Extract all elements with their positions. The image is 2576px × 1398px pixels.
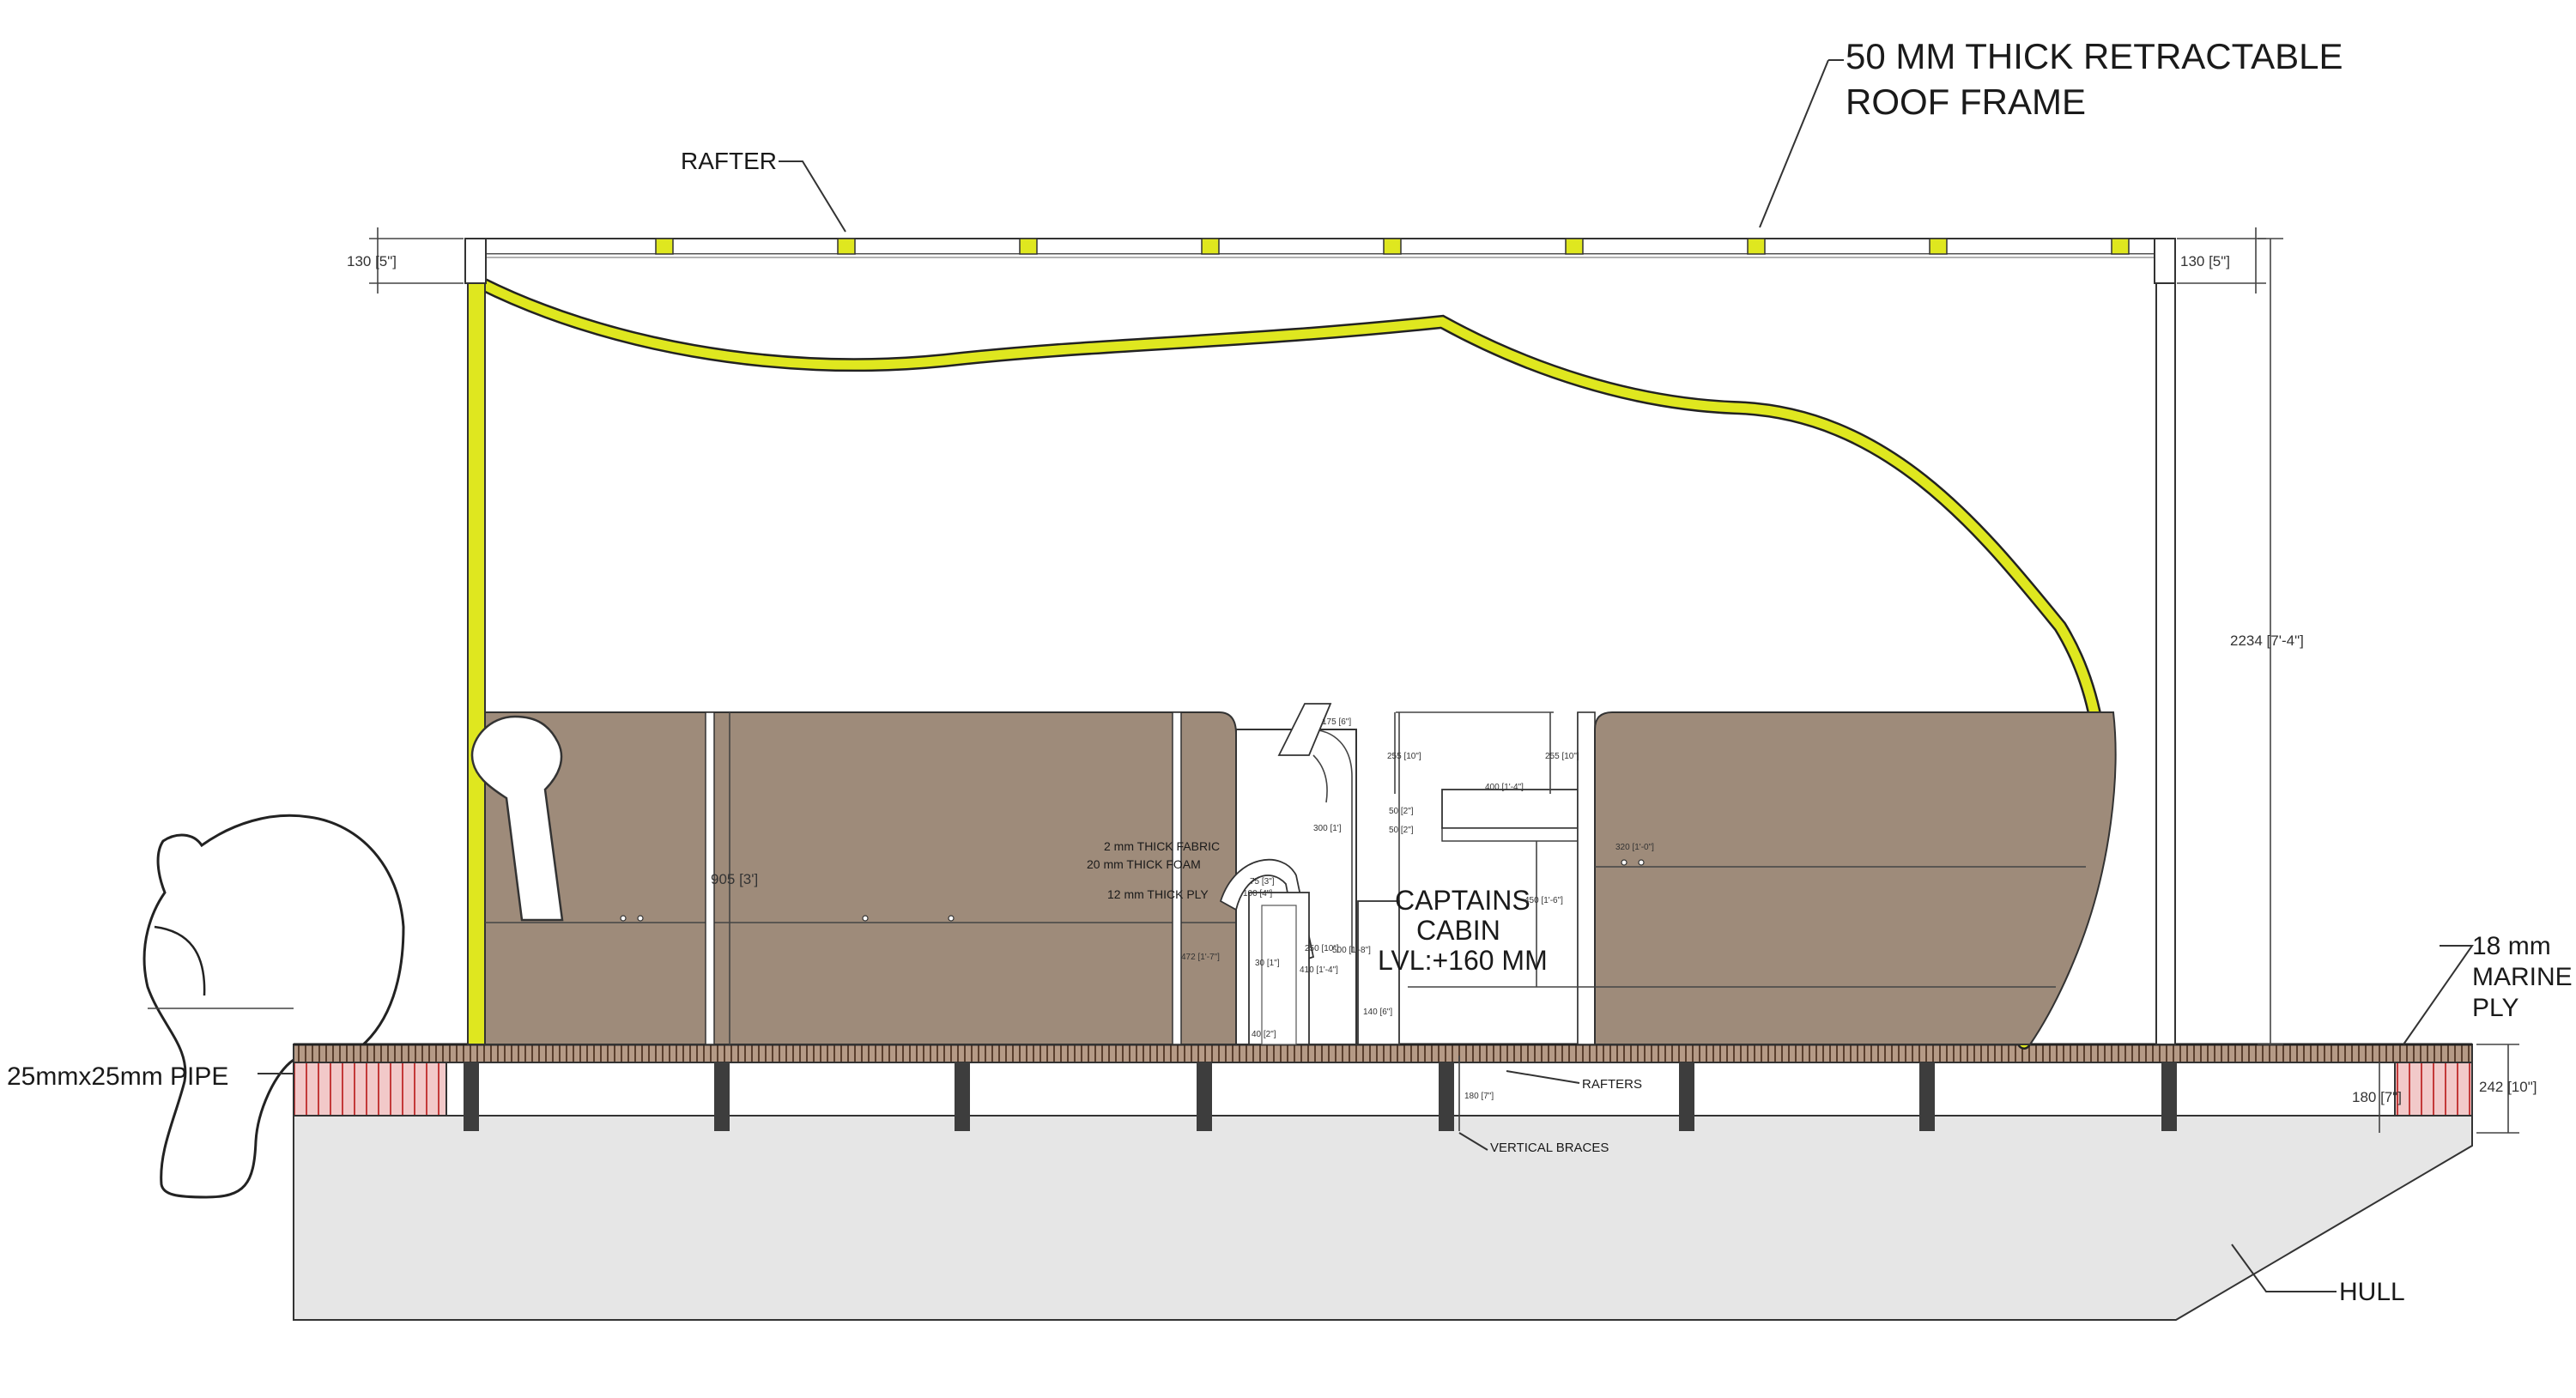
vertical-braces (464, 1062, 2177, 1131)
captains-cabin-label-1: CAPTAINS (1395, 885, 1530, 916)
marine-ply-deck (293, 1044, 2473, 1063)
dim-height: 2234 [7'-4"] (2230, 632, 2304, 649)
roof-membrane-curve-fill (476, 278, 2107, 1048)
dim-deck-inner: 180 [7"] (2352, 1089, 2402, 1105)
pipe-hatch-right (2394, 1062, 2473, 1117)
dimension-lines (369, 227, 2519, 1134)
center-console (1219, 703, 1400, 1045)
captains-cabin-label-3: LVL:+160 MM (1378, 945, 1548, 976)
right-seat-bolts (1621, 859, 1645, 866)
outboard-motor-detail (154, 925, 206, 996)
left-seat-rail-2 (1172, 711, 1182, 1045)
roof-frame (464, 238, 2174, 255)
cabin-shelves (1408, 711, 1596, 1045)
left-seat-rail-1 (705, 711, 715, 1045)
dim-100: 100 [4"] (1243, 889, 1272, 899)
dim-seat-back: 905 [3'] (711, 871, 758, 887)
dim-255b: 255 [10"] (1545, 752, 1579, 761)
right-seat (1594, 711, 2117, 1045)
fabric-label: 2 mm THICK FABRIC (1104, 839, 1220, 853)
dim-472: 472 [1'-7"] (1181, 953, 1220, 962)
ply-label: 12 mm THICK PLY (1107, 887, 1209, 901)
right-post (2155, 238, 2176, 1045)
roof-frame-label-2: ROOF FRAME (1846, 82, 2086, 122)
pipe-label: 25mmx25mm PIPE (7, 1062, 228, 1091)
left-seat-bolts (620, 915, 955, 922)
dim-175: 175 [6"] (1322, 717, 1351, 727)
left-post (467, 282, 486, 1045)
boarding-handle (470, 715, 564, 922)
dim-400: 400 [1'-4"] (1485, 783, 1524, 792)
roof-frame-lower-edge (464, 253, 2174, 258)
rafters-roof (655, 238, 2130, 255)
dim-40: 40 [2"] (1252, 1030, 1276, 1039)
dim-410: 410 [1'-4"] (1300, 965, 1338, 975)
dim-deck-total: 242 [10"] (2479, 1079, 2537, 1095)
vertical-braces-label: VERTICAL BRACES (1490, 1141, 1609, 1155)
dim-140: 140 [6"] (1363, 1008, 1392, 1017)
marine-ply-label-2: MARINE (2472, 963, 2573, 991)
dim-300: 300 [1'] (1313, 824, 1342, 833)
rafters-deck-label: RAFTERS (1582, 1077, 1642, 1092)
dim-roof-right: 130 [5"] (2180, 253, 2230, 269)
dim-50a: 50 [2"] (1389, 807, 1414, 816)
dim-320: 320 [1'-0"] (1615, 843, 1654, 852)
dim-500: 500 [1'-8"] (1332, 946, 1371, 955)
roof-frame-label-1: 50 MM THICK RETRACTABLE (1846, 36, 2343, 76)
dim-180b: 180 [7"] (1464, 1092, 1494, 1101)
dim-50b: 50 [2"] (1389, 826, 1414, 835)
left-seat (484, 711, 1237, 1045)
dim-30: 30 [1"] (1255, 959, 1280, 968)
leader-lines (258, 59, 2474, 1292)
rafter-label: RAFTER (681, 148, 777, 174)
roof-post-cap-right (2154, 238, 2176, 284)
marine-ply-label-3: PLY (2472, 994, 2518, 1022)
dim-roof-left: 130 [5"] (347, 253, 397, 269)
foam-label: 20 mm THICK FOAM (1087, 857, 1201, 871)
steering-arm (1277, 703, 1332, 756)
hull (293, 1115, 2473, 1321)
dim-75: 75 [3"] (1250, 877, 1275, 887)
hull-label: HULL (2339, 1278, 2405, 1306)
captains-cabin-label-2: CABIN (1416, 915, 1500, 946)
dim-450: 450 [1'-6"] (1524, 896, 1563, 905)
outboard-motor (142, 814, 405, 1199)
dim-250: 250 [10"] (1305, 944, 1339, 953)
roof-post-cap-left (464, 238, 487, 284)
dim-255a: 255 [10"] (1387, 752, 1421, 761)
marine-ply-label-1: 18 mm (2472, 932, 2551, 960)
pipe-hatch-left (293, 1062, 447, 1117)
